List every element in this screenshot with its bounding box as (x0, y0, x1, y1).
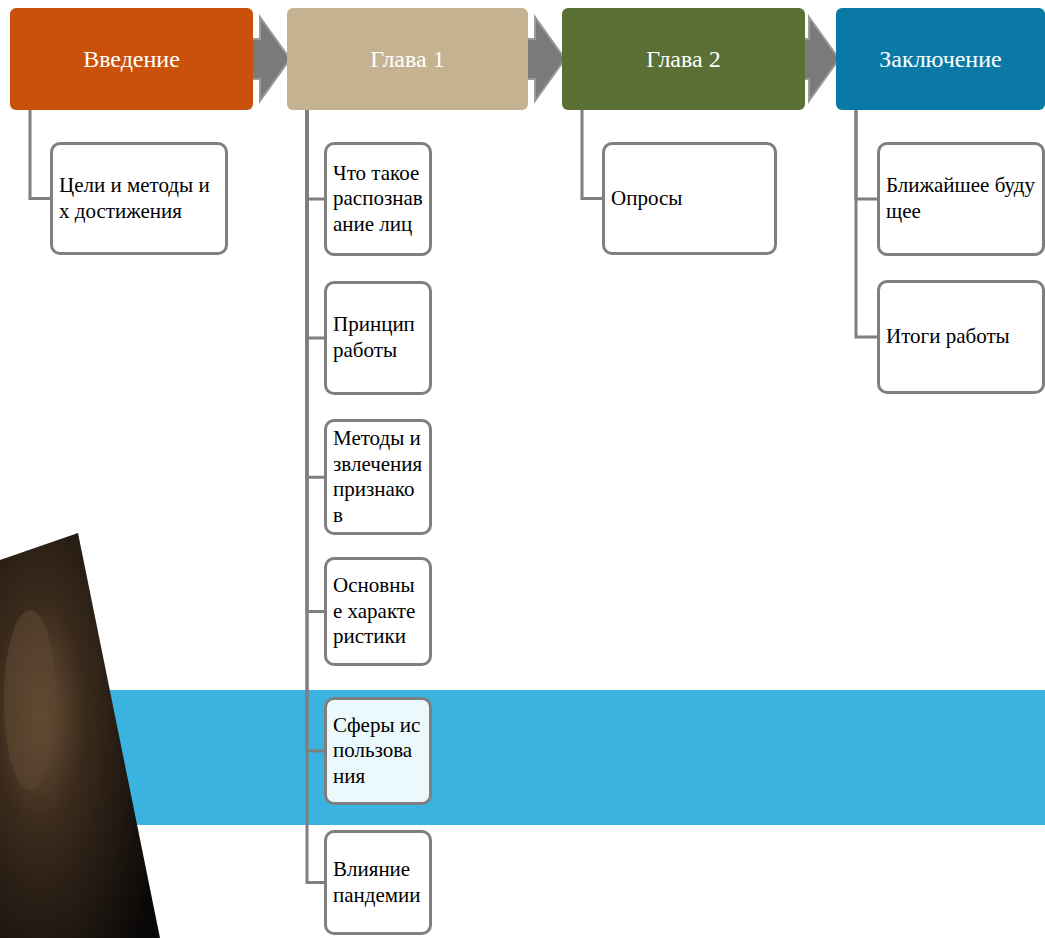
header-text: Заключение (879, 46, 1001, 73)
header-text: Глава 1 (370, 46, 444, 73)
topic-text: Сферы использования (333, 713, 423, 790)
topic-text: Влияние пандемии (333, 857, 423, 908)
tree-connector (307, 110, 324, 751)
header-text: Введение (83, 46, 180, 73)
chapter-header: Введение (10, 8, 253, 110)
chapter-header: Глава 2 (562, 8, 805, 110)
tree-connector (307, 110, 324, 338)
tree-connector (307, 110, 324, 199)
topic-text: Итоги работы (886, 324, 1036, 350)
chapter-header: Глава 1 (287, 8, 528, 110)
topic-box: Цели и методы их достижения (50, 142, 228, 255)
topic-box: Что такое распознавание лиц (324, 142, 432, 256)
topic-text: Опросы (611, 186, 768, 212)
chapter-header: Заключение (836, 8, 1045, 110)
topic-box: Опросы (602, 142, 777, 255)
topic-box: Ближайшее будущее (877, 142, 1045, 256)
topic-text: Ближайшее будущее (886, 173, 1036, 224)
tree-connector (856, 110, 877, 337)
tree-connector (307, 110, 324, 883)
tree-connector (307, 110, 324, 477)
tree-connector (582, 110, 602, 199)
topic-box: Методы извлечения признаков (324, 419, 432, 535)
topic-text: Принцип работы (333, 312, 423, 363)
blue-band (0, 690, 1045, 825)
topic-text: Основные характеристики (333, 573, 423, 650)
topic-text: Методы извлечения признаков (333, 426, 423, 528)
topic-box: Принцип работы (324, 281, 432, 395)
tree-connector (30, 110, 50, 199)
topic-box: Сферы использования (324, 697, 432, 805)
topic-text: Что такое распознавание лиц (333, 161, 423, 238)
topic-box: Влияние пандемии (324, 830, 432, 935)
topic-text: Цели и методы их достижения (59, 173, 219, 224)
topic-box: Основные характеристики (324, 557, 432, 666)
tree-connector (856, 110, 877, 199)
topic-box: Итоги работы (877, 280, 1045, 394)
header-text: Глава 2 (646, 46, 720, 73)
photo-illustration (0, 533, 160, 938)
photo-detail (4, 610, 56, 790)
tree-connector (307, 110, 324, 612)
